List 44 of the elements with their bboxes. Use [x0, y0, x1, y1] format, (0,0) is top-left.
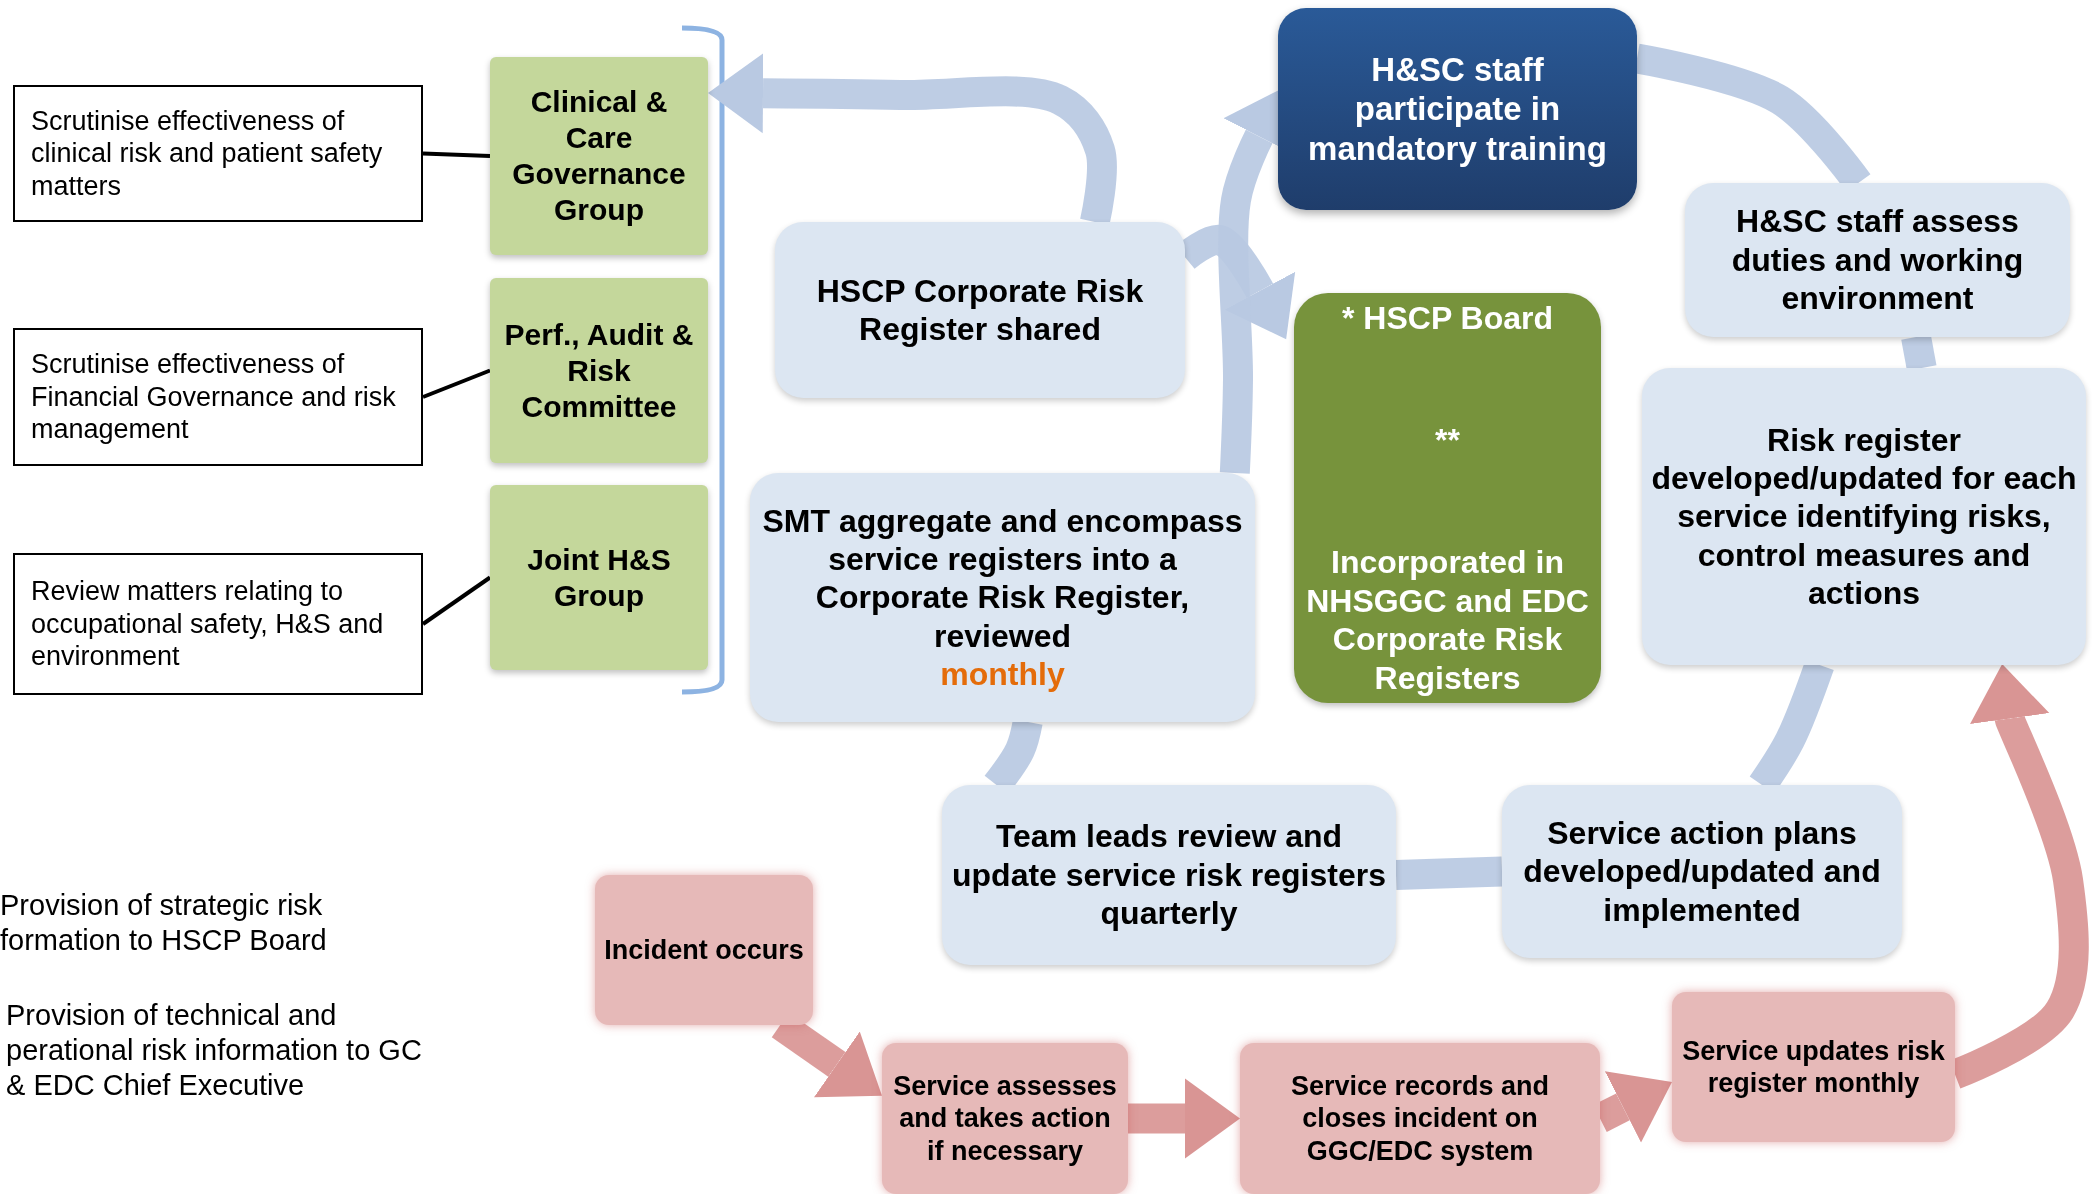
node-text: Incident occurs	[604, 933, 804, 967]
process-box	[1685, 183, 2070, 337]
node-text: Service updates risk register monthly	[1681, 1034, 1946, 1100]
note-text: Provision of technical and perational risk information to GC & EDC Chief Executive	[6, 998, 423, 1103]
node-text: Joint H&S Group	[526, 541, 672, 614]
node-text: Clinical & Care Governance Group	[511, 84, 687, 228]
process-box	[882, 1043, 1128, 1194]
node-text: Team leads review and update service risk registers quarterly	[951, 817, 1387, 933]
connector-line	[422, 368, 491, 399]
node-text: Service action plans developed/updated and implemented	[1522, 813, 1882, 930]
group-box	[490, 485, 708, 670]
process-box	[1502, 785, 1902, 958]
node-text: monthly	[940, 655, 1065, 694]
process-box	[1240, 1043, 1600, 1194]
process-box	[942, 785, 1396, 965]
description-box	[13, 85, 423, 222]
description-box	[13, 553, 423, 695]
node-text: **	[1435, 421, 1460, 460]
node-text: Perf., Audit & Risk Committee	[503, 316, 695, 425]
node-text: Service assesses and takes action if necessary	[892, 1069, 1118, 1168]
process-box	[1642, 368, 2086, 665]
node-text: Service records and closes incident on GGC/EDC system	[1289, 1069, 1551, 1168]
note-text: Provision of strategic risk formation to HSCP Board	[0, 888, 328, 958]
node-text: HSCP Corporate Risk Register shared	[815, 271, 1145, 349]
group-box	[490, 57, 708, 255]
node-text: H&SC staff participate in mandatory training	[1307, 49, 1608, 169]
process-box	[595, 875, 813, 1025]
process-box	[750, 473, 1255, 722]
node-text: * HSCP Board	[1342, 299, 1553, 338]
process-box	[1672, 992, 1955, 1142]
node-text: H&SC staff assess duties and working environment	[1730, 202, 2025, 318]
group-box	[490, 278, 708, 463]
node-text: Scrutinise effectiveness of Financial Governance and risk management	[31, 348, 397, 446]
description-box	[13, 328, 423, 466]
node-text: Scrutinise effectiveness of clinical risk and patient safety matters	[31, 104, 384, 203]
process-box	[775, 222, 1185, 398]
node-text: Incorporated in NHSGGC and EDC Corporate Risk Registers	[1305, 543, 1590, 697]
process-box	[1278, 8, 1637, 210]
board-box	[1294, 293, 1601, 703]
node-text: Review matters relating to occupational safety, H&S and environment	[31, 575, 385, 673]
node-text: Risk register developed/updated for each service identifying risks, control measures and actions	[1650, 420, 2078, 613]
connector-line	[422, 151, 491, 158]
node-text: SMT aggregate and encompass service registers into a Corporate Risk Register, reviewed	[761, 501, 1244, 656]
flow-arrow	[1128, 1078, 1240, 1159]
